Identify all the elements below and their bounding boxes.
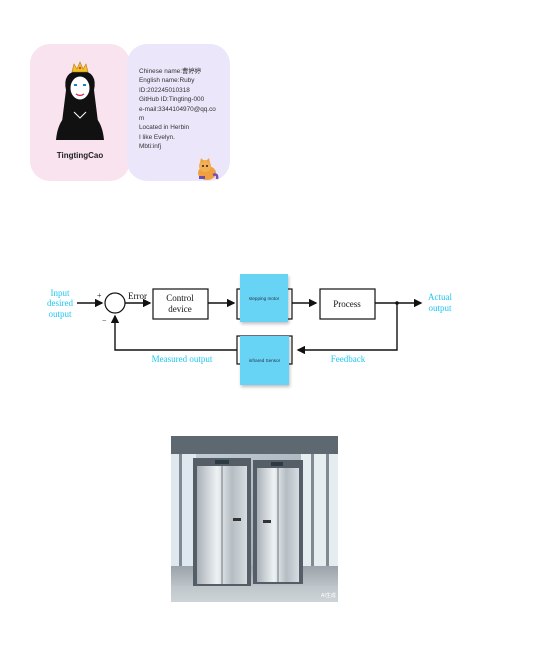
avatar xyxy=(56,61,104,140)
sticky-note-infrared-sensor: infrared Sensor xyxy=(240,336,289,385)
input-label-line2: desired xyxy=(47,298,73,308)
elevator-photo: AI生成 xyxy=(171,436,338,602)
profile-info: Chinese name:曹婷婷 English name:Ruby ID:20… xyxy=(139,67,221,152)
info-english-name: English name:Ruby xyxy=(139,77,195,85)
control-block-line1: Control xyxy=(166,293,194,303)
profile-card-right xyxy=(127,44,230,181)
info-email: e-mail:3344104970@qq.com xyxy=(139,105,216,123)
measured-output-label: Measured output xyxy=(152,354,213,364)
input-label-line3: output xyxy=(48,309,72,319)
control-block-line2: device xyxy=(168,304,191,314)
process-block xyxy=(319,288,376,320)
sticky-note-stepping-motor: stepping motor xyxy=(240,274,288,322)
output-label-line1: Actual xyxy=(428,292,452,302)
summing-junction xyxy=(104,292,126,314)
output-label-line2: output xyxy=(428,303,452,313)
info-location: Located in Herbin xyxy=(139,124,190,132)
process-block-label: Process xyxy=(333,299,361,309)
info-chinese-name: Chinese name:曹婷婷 xyxy=(139,68,202,75)
profile-name: TingtingCao xyxy=(56,151,104,160)
error-label: Error xyxy=(128,291,147,301)
info-id: ID:202245010318 xyxy=(139,86,190,94)
control-device-block xyxy=(152,288,209,320)
info-github: GitHub ID:Tingting-000 xyxy=(139,96,205,104)
plus-sign: + xyxy=(97,291,102,300)
info-mbti: Mbti:infj xyxy=(139,143,162,151)
feedback-label: Feedback xyxy=(331,354,366,364)
minus-sign: − xyxy=(102,316,107,325)
cat-sticker-icon xyxy=(198,158,219,180)
input-label-line1: Input xyxy=(51,288,70,298)
info-likes: I like Evelyn. xyxy=(139,133,175,141)
photo-watermark: AI生成 xyxy=(321,592,336,599)
